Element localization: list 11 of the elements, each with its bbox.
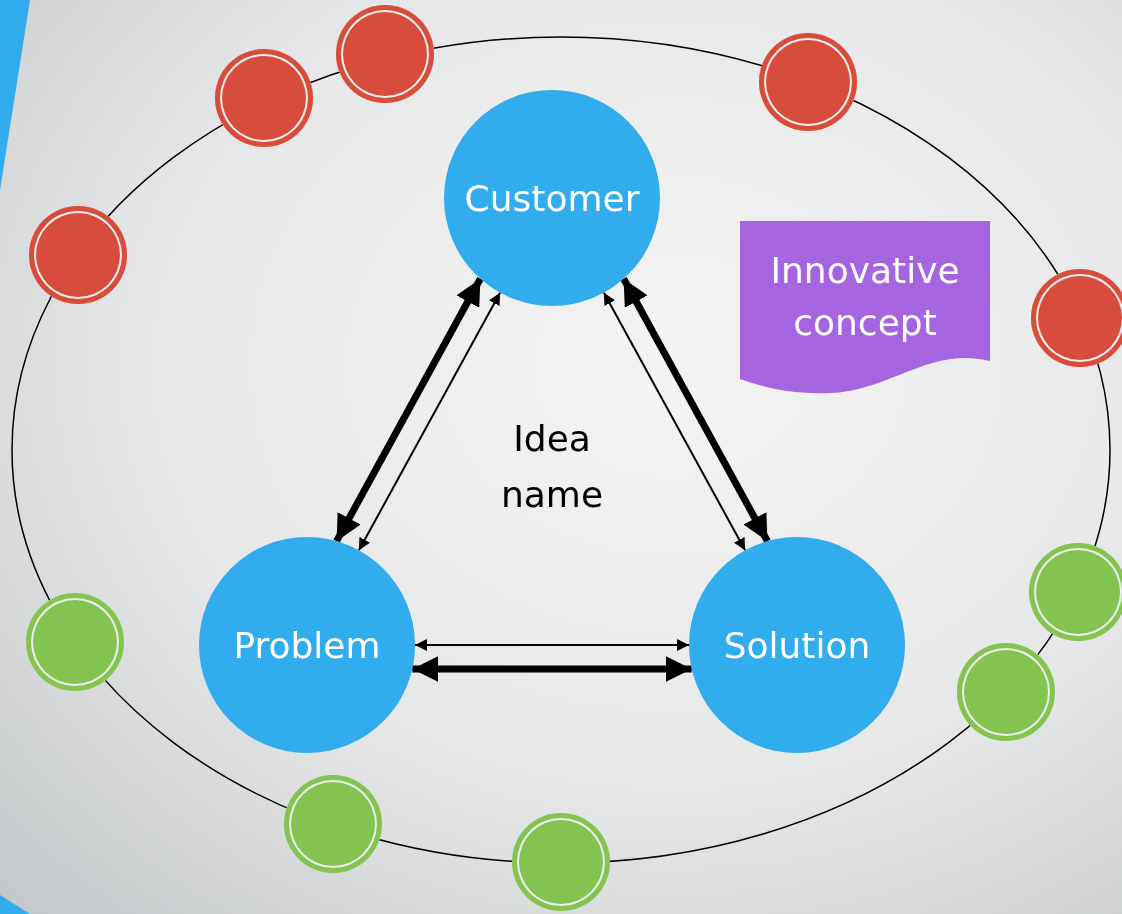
center-label: Idea name xyxy=(472,412,632,522)
double-arrow xyxy=(414,639,690,651)
double-arrow xyxy=(357,291,502,552)
topic-circle: Solution xyxy=(689,537,905,753)
double-arrow xyxy=(412,656,692,682)
double-arrow xyxy=(333,277,484,543)
topic-circle: Customer xyxy=(444,90,660,306)
double-arrow xyxy=(602,291,747,552)
double-arrow xyxy=(620,277,771,543)
document-note: Innovative concept xyxy=(740,220,990,396)
topic-circle: Problem xyxy=(199,537,415,753)
